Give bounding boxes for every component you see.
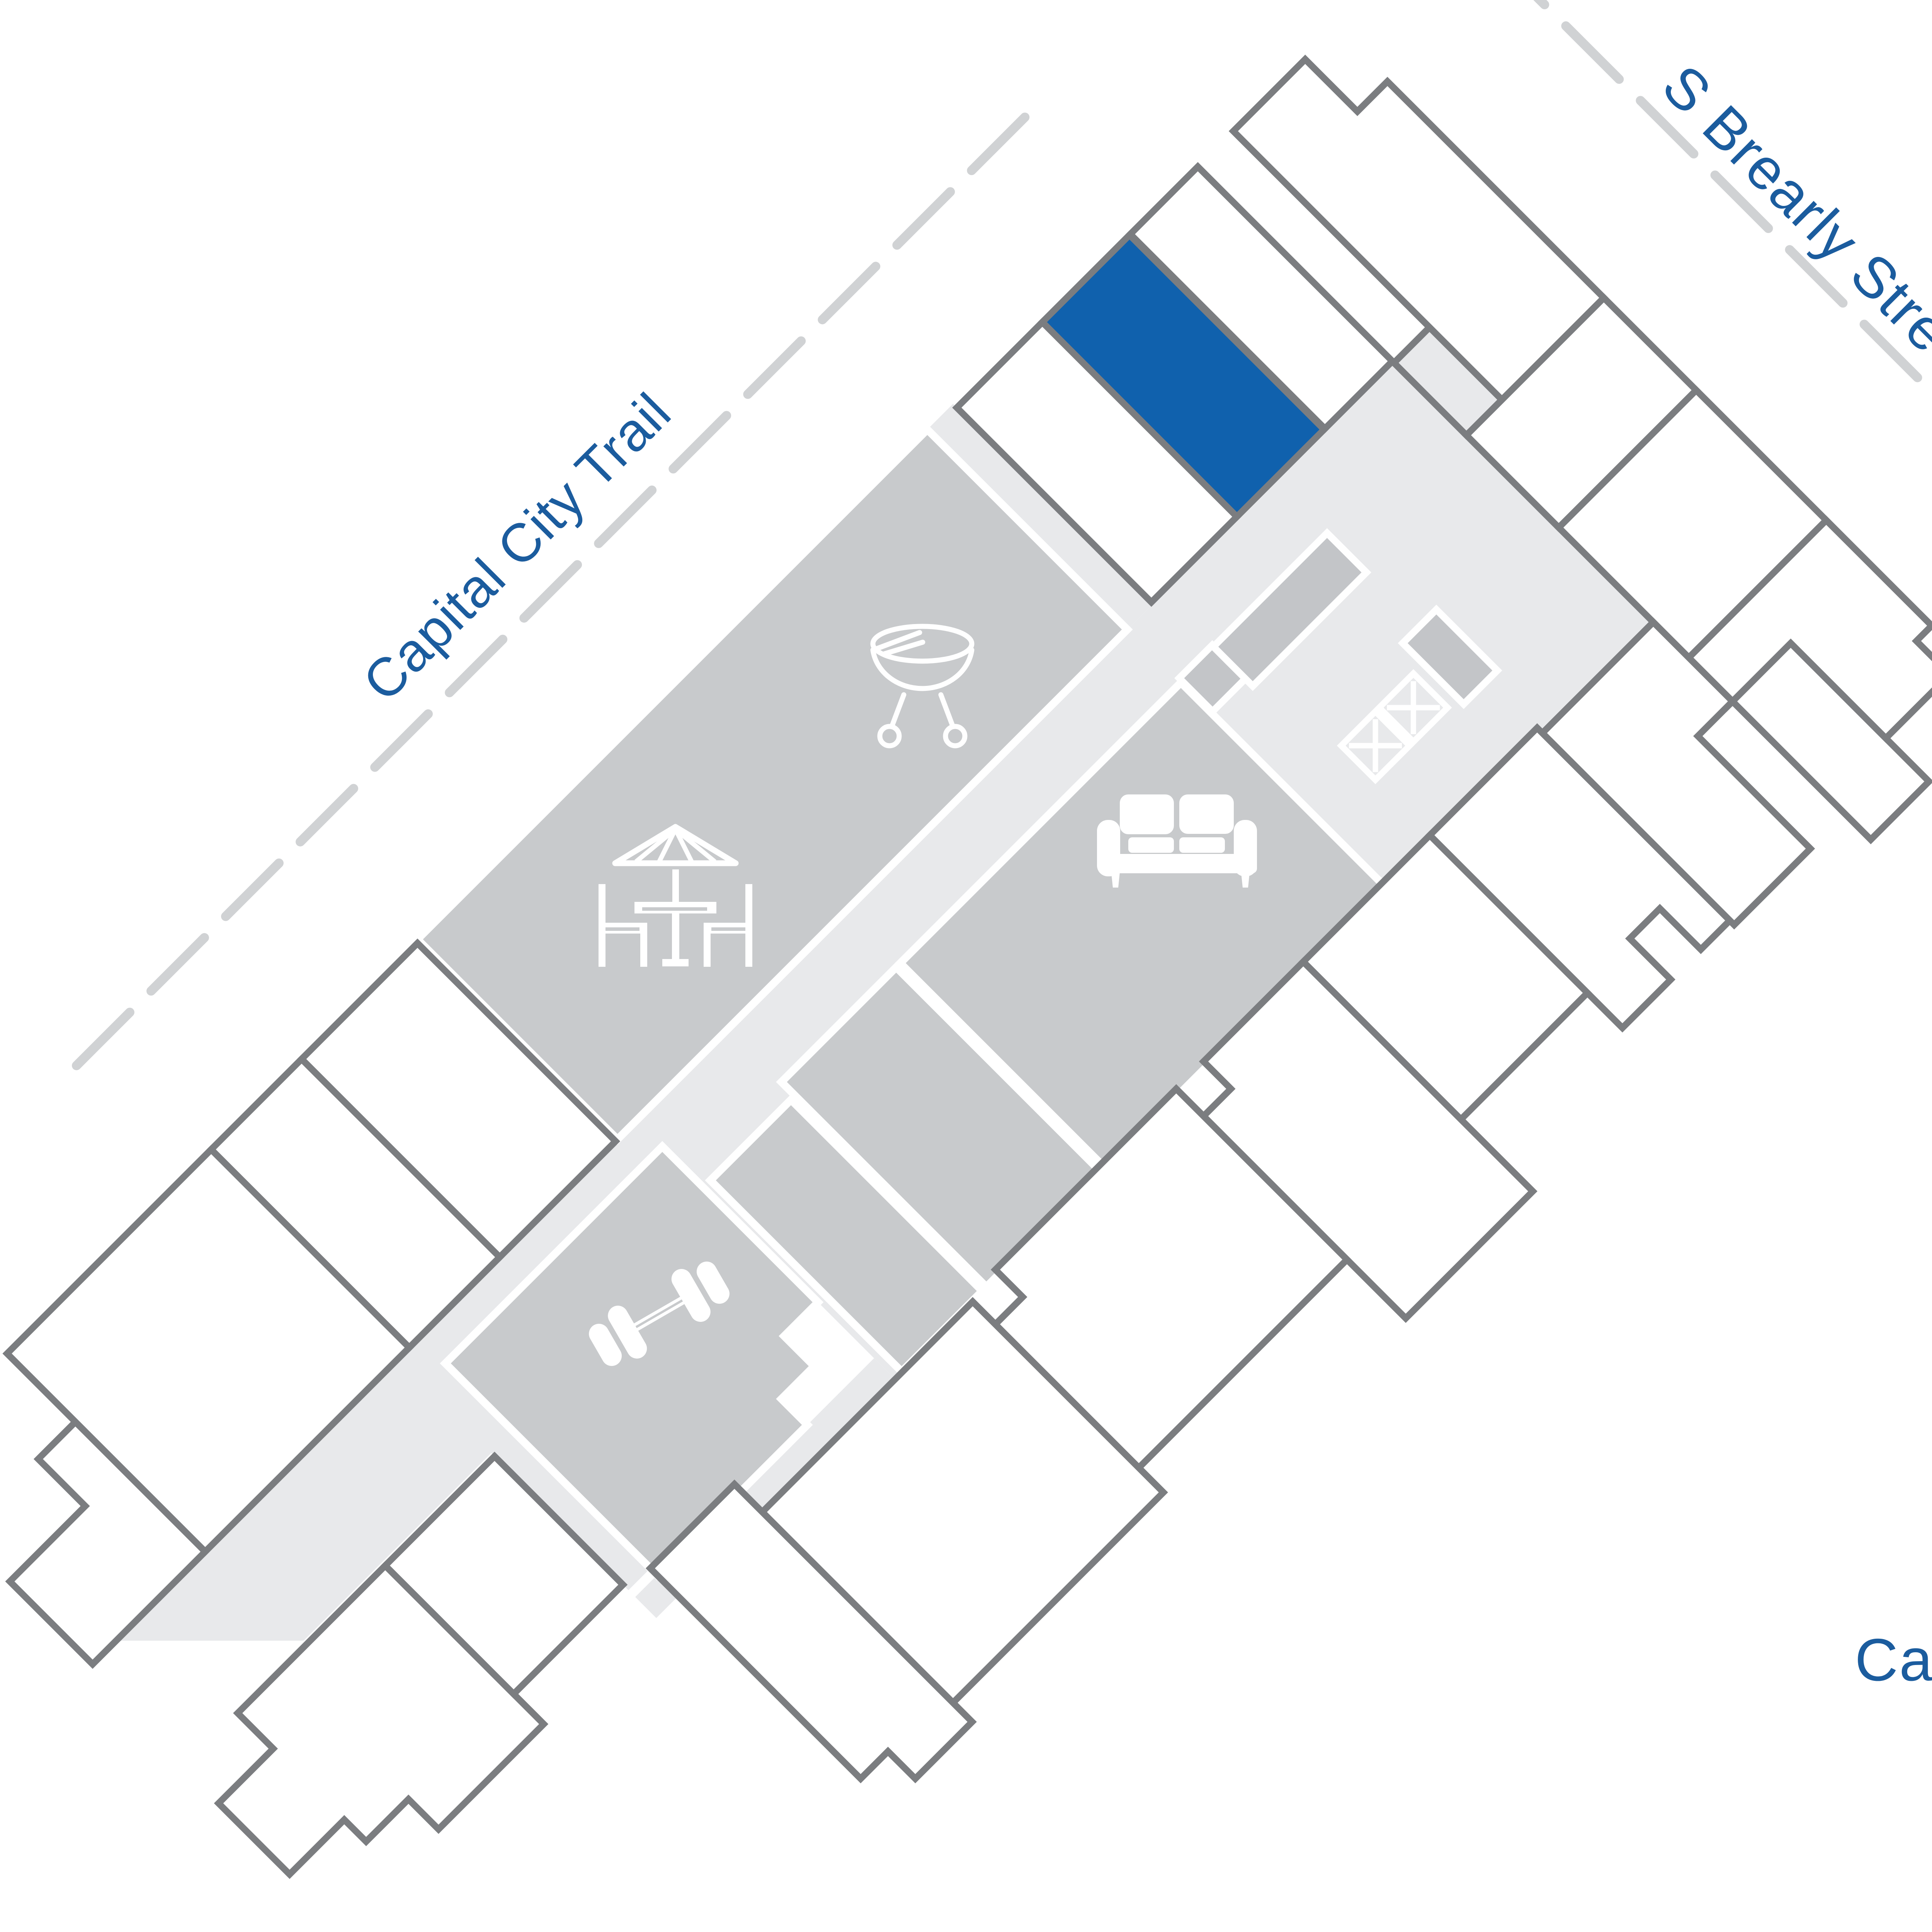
- svg-text:Capital City Trail: Capital City Trail: [351, 381, 682, 713]
- svg-text:Capitol: Capitol: [1855, 1626, 1932, 1693]
